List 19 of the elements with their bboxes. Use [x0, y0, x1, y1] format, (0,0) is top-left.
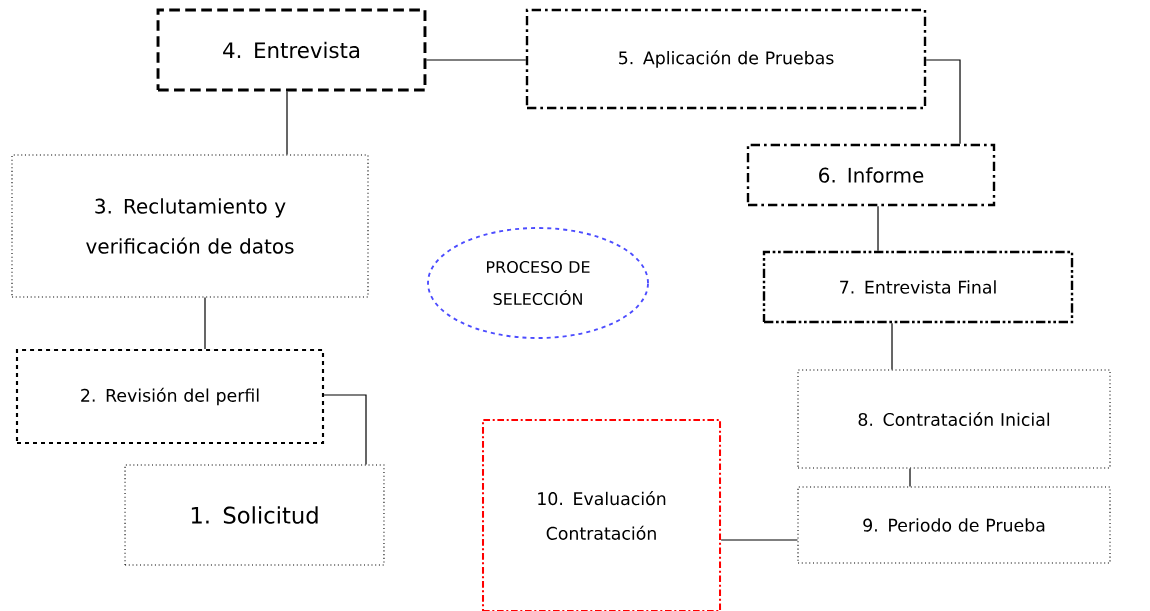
connector-line: [891, 322, 893, 371]
connector-line: [925, 59, 961, 145]
step-box: 7. Entrevista Final: [762, 250, 1074, 324]
connector-line: [909, 467, 911, 488]
connector-line: [877, 205, 879, 252]
step-box: 4. Entrevista: [156, 8, 427, 92]
connector-line: [286, 90, 288, 156]
step-box: 3. Reclutamiento y verificación de datos: [11, 154, 369, 298]
step-box: 10. Evaluación Contratación: [481, 418, 722, 611]
step-box: 5. Aplicación de Pruebas: [525, 8, 927, 110]
connector-line: [425, 59, 527, 61]
step-box: 9. Periodo de Prueba: [797, 486, 1111, 564]
step-box: 8. Contratación Inicial: [797, 369, 1111, 469]
step-box: 6. Informe: [746, 143, 996, 207]
connector-line: [204, 296, 206, 350]
step-box: 2. Revisión del perfil: [15, 348, 325, 445]
connector-line: [323, 394, 367, 466]
connector-line: [720, 539, 799, 541]
step-box: 1. Solicitud: [124, 464, 385, 566]
